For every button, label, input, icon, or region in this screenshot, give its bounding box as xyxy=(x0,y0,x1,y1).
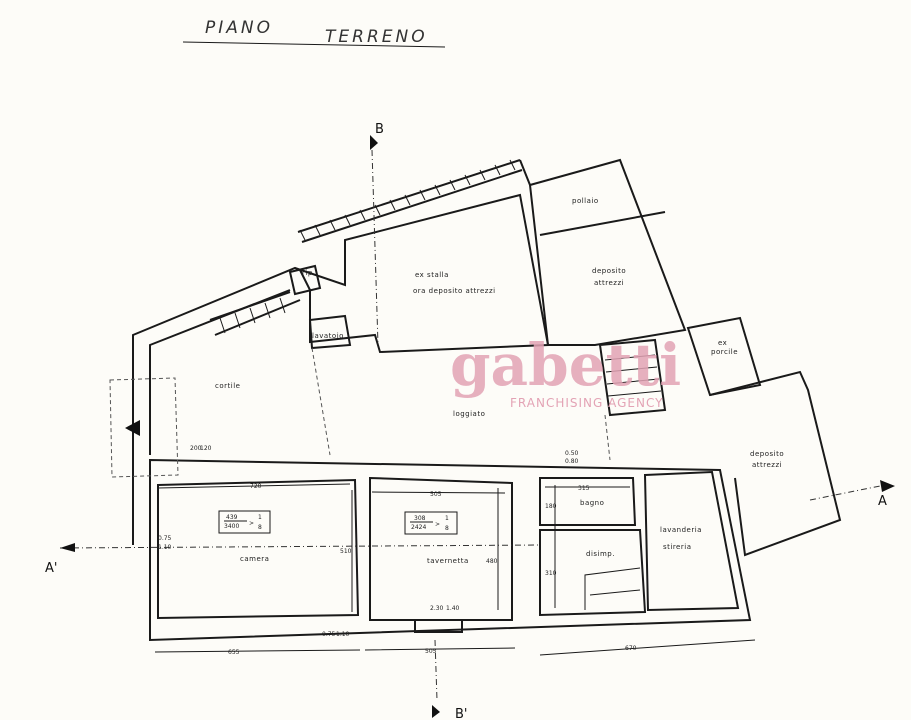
loggiato-outline xyxy=(311,347,611,461)
dim-sill-2: 1.10 xyxy=(158,544,172,551)
section-line-a-right xyxy=(809,484,886,501)
dim-cortile-1: 200 xyxy=(190,445,202,452)
walls xyxy=(132,158,842,642)
room-camera: camera xyxy=(240,555,269,563)
dim-window-3: 2.30 xyxy=(430,605,444,612)
room-deposito-right: deposito xyxy=(750,450,784,458)
section-arrow-a-right xyxy=(880,480,895,492)
room-deposito-right-sub: attrezzi xyxy=(752,461,782,469)
watermark-tagline: FRANCHISING AGENCY xyxy=(510,396,663,410)
dim-camera-width: 720 xyxy=(250,483,262,490)
dim-door-2: 0.80 xyxy=(565,458,579,465)
dim-cortile-2: 120 xyxy=(200,445,212,452)
dim-disimp-height: 310 xyxy=(545,570,557,577)
title-underline xyxy=(182,41,446,48)
dim-bagno-height: 180 xyxy=(545,503,557,510)
room-loggiato: loggiato xyxy=(453,410,485,418)
ratio-box-camera: 439 3400 > 1 8 xyxy=(218,510,271,534)
dim-bottom-left: 655 xyxy=(228,649,240,656)
room-lavanderia: lavanderia xyxy=(660,526,702,534)
dim-sill-1: 0.75 xyxy=(158,535,172,542)
section-arrow-b-bottom xyxy=(432,705,440,718)
svg-text:1: 1 xyxy=(445,515,449,522)
bottom-dimension-lines xyxy=(154,639,756,656)
section-label-a: A xyxy=(878,494,887,509)
ratio-box-tavernetta: 308 2424 > 1 8 xyxy=(404,511,458,535)
room-lavatoio: lavatoio xyxy=(312,332,344,340)
section-arrow-b-top xyxy=(370,135,378,150)
room-rip: rip xyxy=(302,269,313,277)
svg-text:>: > xyxy=(249,520,254,527)
dim-bottom-mid: 505 xyxy=(425,648,437,655)
room-bagno: bagno xyxy=(580,499,604,507)
room-disimp: disimp. xyxy=(586,550,615,558)
svg-text:1: 1 xyxy=(258,514,262,521)
section-line-a-left xyxy=(59,544,541,549)
svg-text:2424: 2424 xyxy=(411,524,426,531)
dim-tavernetta-width: 505 xyxy=(430,491,442,498)
dim-bagno-width: 315 xyxy=(578,485,590,492)
room-deposito-sub: attrezzi xyxy=(594,279,624,287)
entrance-arrow-icon xyxy=(125,420,140,436)
entrance-outline xyxy=(109,377,179,478)
svg-text:439: 439 xyxy=(226,514,238,521)
room-cortile: cortile xyxy=(215,382,240,390)
dim-bottom-right: 670 xyxy=(625,645,637,652)
title-word-1: PIANO xyxy=(205,18,273,38)
room-deposito: deposito xyxy=(592,267,626,275)
section-label-b: B xyxy=(375,122,384,137)
dim-camera-height: 510 xyxy=(340,548,352,555)
title-word-2: TERRENO xyxy=(325,27,428,47)
room-pollaio: pollaio xyxy=(572,197,599,205)
section-label-b-prime: B' xyxy=(455,707,468,720)
room-porcile: ex xyxy=(718,339,727,347)
dim-window-2: 1.10 xyxy=(336,631,350,638)
svg-text:8: 8 xyxy=(258,524,262,531)
dim-window-1: 0.75 xyxy=(322,631,336,638)
svg-text:3400: 3400 xyxy=(224,523,239,530)
room-lavanderia-sub: stireria xyxy=(663,543,691,551)
section-arrow-a-left xyxy=(60,543,75,552)
room-ex-stalla-sub: ora deposito attrezzi xyxy=(413,287,496,295)
svg-text:>: > xyxy=(435,521,440,528)
svg-text:308: 308 xyxy=(414,515,426,522)
section-line-b xyxy=(371,149,438,701)
roof-tiles xyxy=(297,159,523,243)
section-label-a-prime: A' xyxy=(45,561,57,576)
room-ex-stalla: ex stalla xyxy=(415,271,449,279)
watermark-logo: gabetti xyxy=(450,331,681,399)
dim-door-1: 0.50 xyxy=(565,450,579,457)
room-dimension-lines xyxy=(157,483,630,612)
svg-text:8: 8 xyxy=(445,525,449,532)
dim-window-4: 1.40 xyxy=(446,605,460,612)
dim-tavernetta-height: 480 xyxy=(486,558,498,565)
room-tavernetta: tavernetta xyxy=(427,557,469,565)
room-porcile-sub: porcile xyxy=(711,348,738,356)
